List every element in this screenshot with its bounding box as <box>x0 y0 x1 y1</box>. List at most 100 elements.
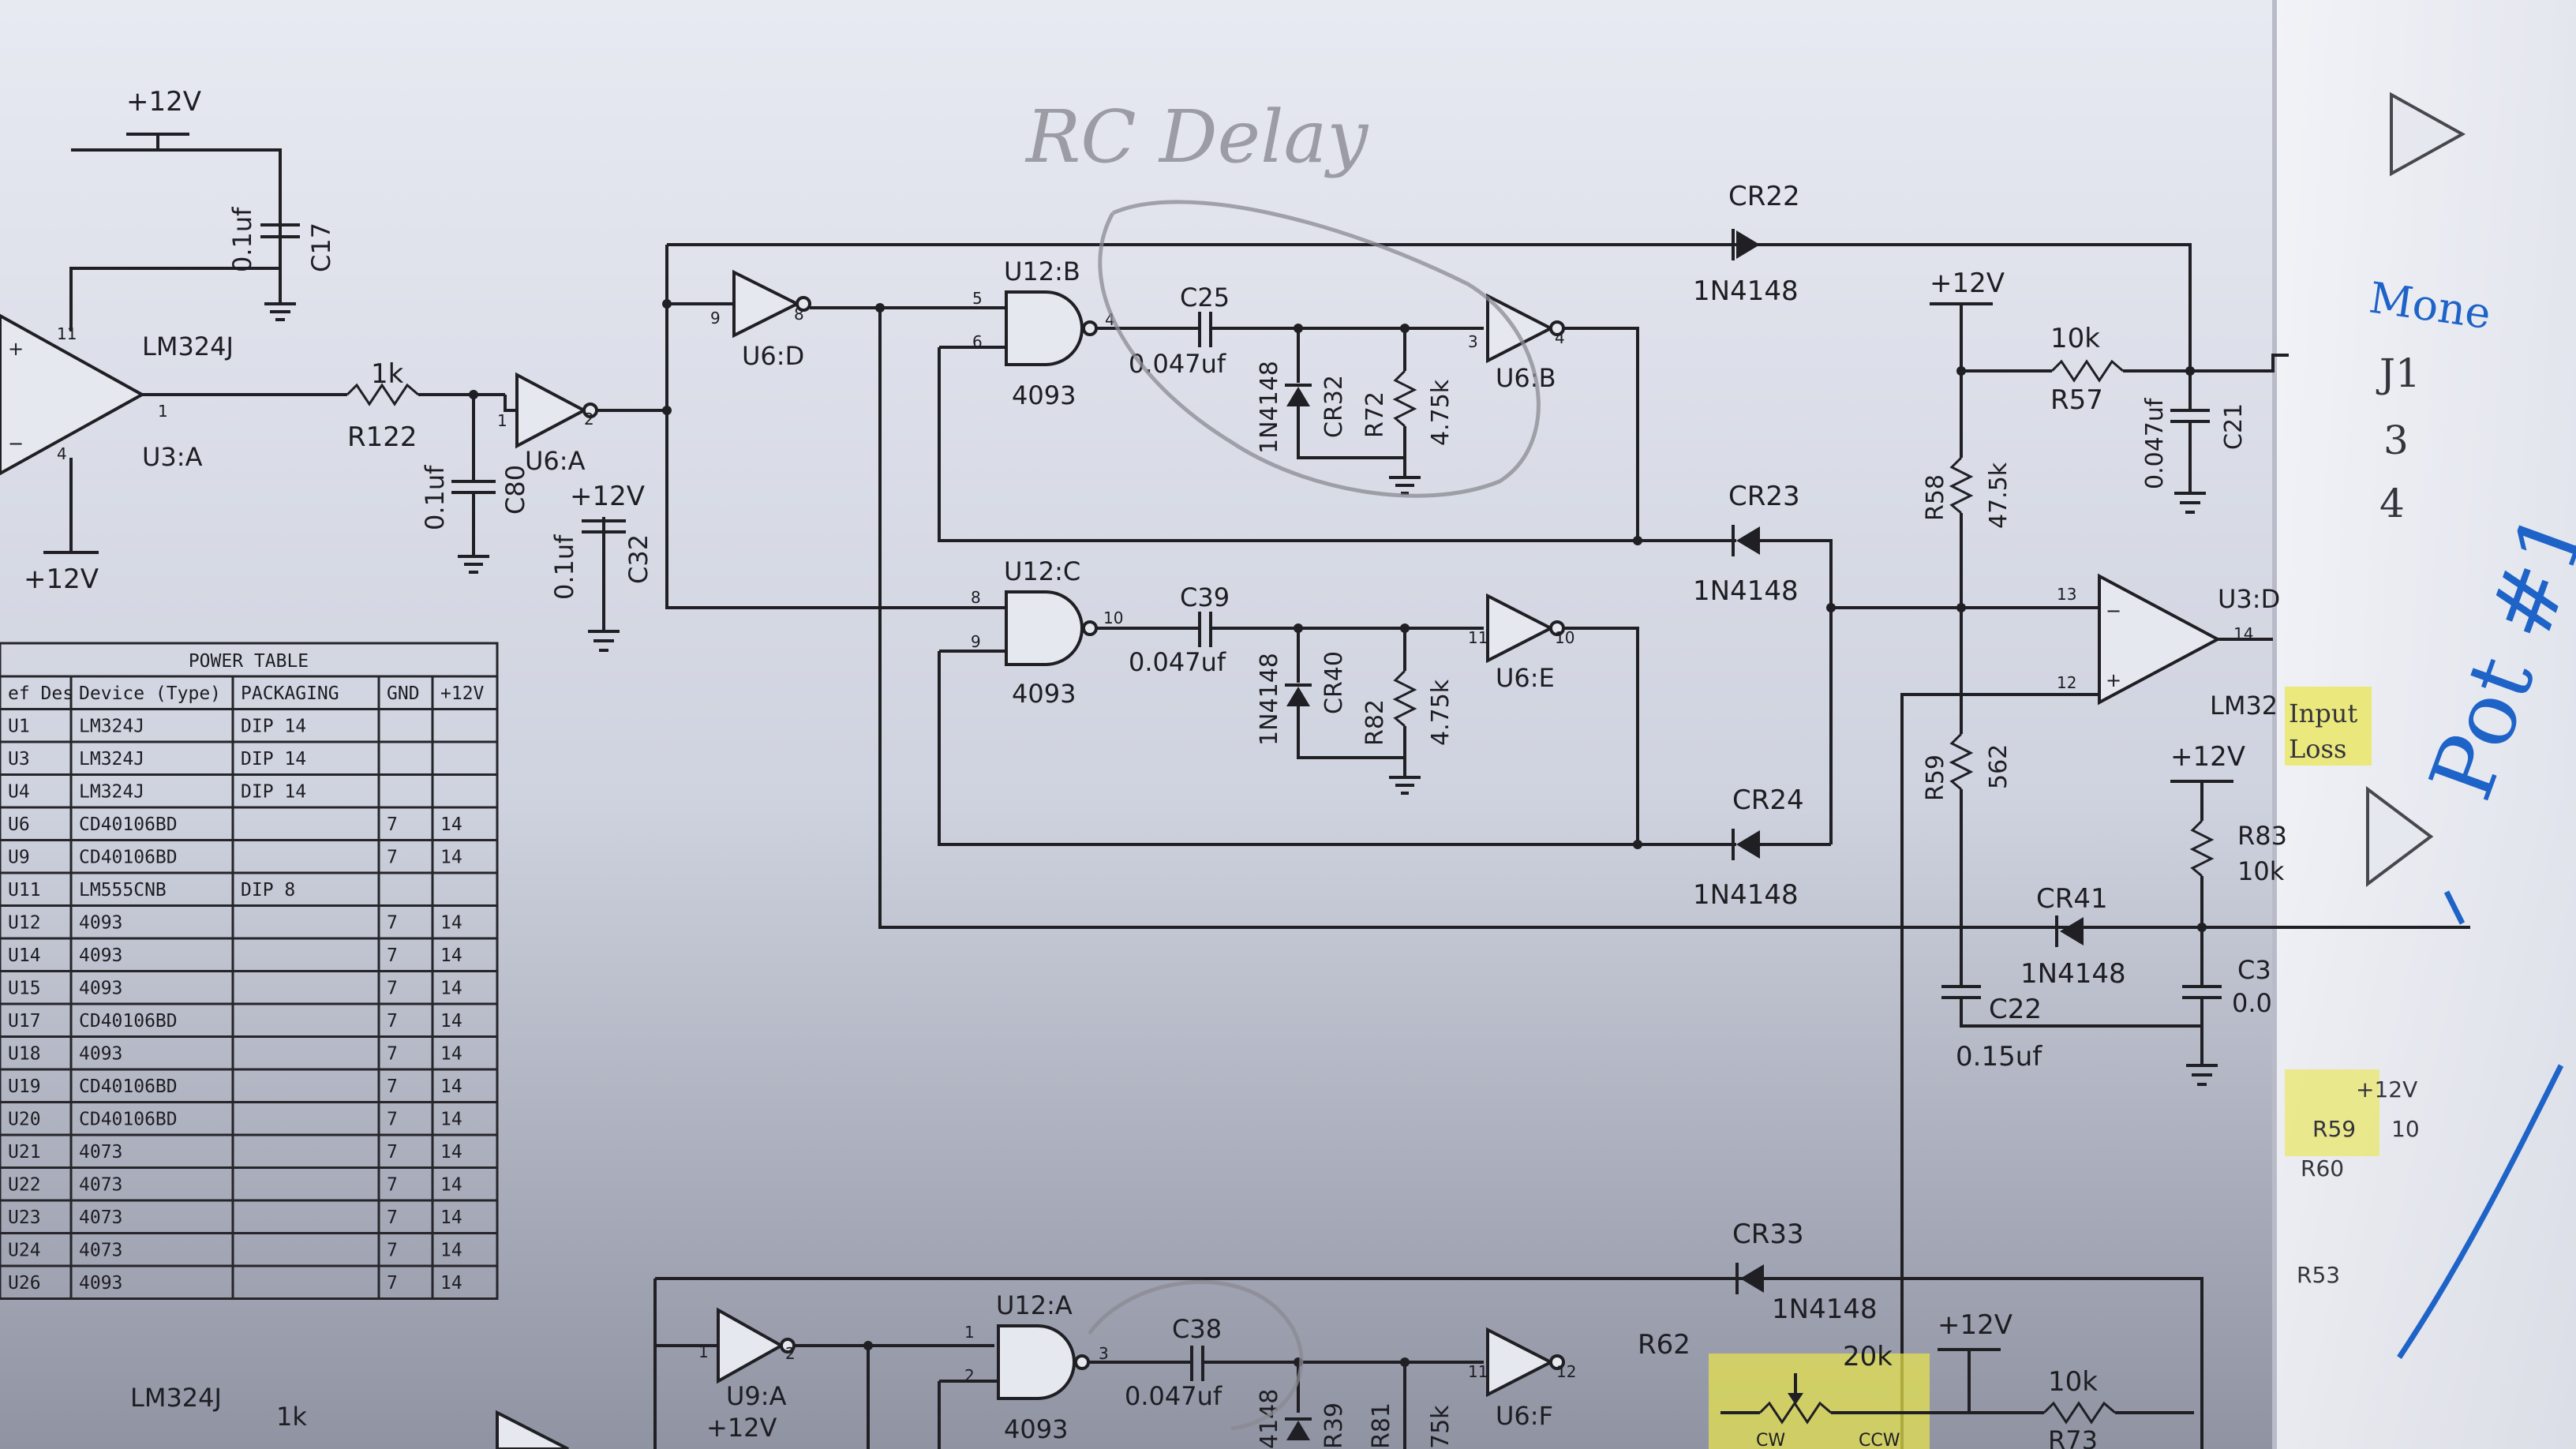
u3a-pin-v: 11 <box>57 324 77 343</box>
u6d-inverter: 9 8 U6:D <box>710 269 811 371</box>
pencil-circle <box>1098 200 1541 498</box>
power-table-cell: 4073 <box>79 1175 122 1196</box>
c22-value: 0.15uf <box>1956 1041 2042 1073</box>
u9a-pin-out: 2 <box>785 1344 796 1363</box>
power-table-cell: 14 <box>440 1011 462 1032</box>
power-table-cell: 4073 <box>79 1142 122 1163</box>
r58-value: 47.5k <box>1985 462 2012 529</box>
power-table-cell: 14 <box>440 913 462 934</box>
power-table-cell: 4093 <box>79 913 122 934</box>
u6f-pin-out: 12 <box>1556 1362 1576 1381</box>
r82-value: 4.75k <box>1427 679 1455 746</box>
cr23-part: 1N4148 <box>1693 575 1799 607</box>
u6a-pin-in: 1 <box>497 411 507 430</box>
power-table-cell: CD40106BD <box>79 814 178 835</box>
u3a-bottom-supply: +12V <box>24 564 99 595</box>
power-table-cell: CD40106BD <box>79 1110 178 1130</box>
svg-text:+: + <box>2106 669 2121 691</box>
power-table-cell: U26 <box>8 1273 41 1294</box>
c25-value: 0.047uf <box>1129 349 1226 379</box>
cr33-part: 1N4148 <box>1772 1294 1878 1325</box>
u12c-part: 4093 <box>1012 679 1076 709</box>
u6b-pin-in: 3 <box>1468 332 1478 351</box>
pot-ccw: CCW <box>1859 1431 1900 1449</box>
power-table-cell: U3 <box>8 749 30 769</box>
c17-ref: C17 <box>306 223 336 272</box>
c25-ref: C25 <box>1180 283 1230 313</box>
u6e-ref: U6:E <box>1496 663 1555 693</box>
c39-ref: C39 <box>1180 582 1230 612</box>
c22-ref: C22 <box>1989 994 2042 1025</box>
power-table-cell: 14 <box>440 814 462 835</box>
cr33-ref: CR33 <box>1732 1219 1804 1250</box>
u3d-opamp: − + 13 12 14 U3:D LM32 <box>2057 573 2280 721</box>
right-note-r59: R59 <box>2312 1116 2356 1142</box>
c38-value: 0.047uf <box>1125 1381 1222 1411</box>
power-table-cell: U15 <box>8 979 41 999</box>
c80-ref: C80 <box>500 465 530 515</box>
power-table-cell: 7 <box>387 1110 398 1130</box>
c17-top-supply: +12V <box>126 86 201 118</box>
u12c-pin-a: 8 <box>971 588 981 607</box>
c32-ref: C32 <box>623 534 653 584</box>
power-table-cell: 14 <box>440 1142 462 1163</box>
r62-value: 20k <box>1843 1341 1893 1372</box>
c21-value: 0.047uf <box>2141 397 2169 489</box>
cr24-part: 1N4148 <box>1693 879 1799 911</box>
right-note-loss: Loss <box>2289 734 2346 764</box>
u3a-part: LM324J <box>142 331 234 361</box>
power-table-cell: 7 <box>387 945 398 966</box>
power-table-cell: 14 <box>440 848 462 868</box>
power-table-cell: 14 <box>440 1273 462 1294</box>
u12c-pin-y: 10 <box>1103 608 1123 627</box>
right-note-r53: R53 <box>2297 1262 2340 1288</box>
u6f-ref: U6:F <box>1496 1401 1553 1431</box>
u12b-pin-a: 5 <box>972 289 983 308</box>
power-table-cell: 7 <box>387 1076 398 1097</box>
power-table-cell: 14 <box>440 979 462 999</box>
cr24-ref: CR24 <box>1732 784 1804 816</box>
power-table-cell: 14 <box>440 1175 462 1196</box>
u12b-part: 4093 <box>1012 380 1076 410</box>
right-note-4: 4 <box>2379 481 2405 526</box>
u6e-pin-out: 10 <box>1555 628 1574 647</box>
r72-ref: R72 <box>1361 391 1389 438</box>
right-lower-highlight <box>2285 1069 2379 1156</box>
u6b-ref: U6:B <box>1496 363 1556 393</box>
r83-supply: +12V <box>2170 741 2245 773</box>
u3a-opamp: + − 1 11 4 LM324J U3:A <box>0 313 234 476</box>
power-table-cell: 7 <box>387 1241 398 1261</box>
r59-value: 562 <box>1985 744 2012 789</box>
r122-value: 1k <box>371 358 404 390</box>
r59-ref: R59 <box>1922 754 1949 801</box>
power-table-cell: 4073 <box>79 1208 122 1228</box>
c38-ref: C38 <box>1172 1314 1222 1344</box>
cr22-part: 1N4148 <box>1693 275 1799 307</box>
r81-value: 75k <box>1427 1405 1455 1449</box>
u12b-ref: U12:B <box>1004 256 1080 286</box>
u3d-ref: U3:D <box>2218 584 2280 614</box>
power-table-cell: U22 <box>8 1175 41 1196</box>
power-table-cell: U18 <box>8 1044 41 1065</box>
u3d-pin-inp: 12 <box>2057 673 2076 692</box>
cr40-ref: CR40 <box>1320 651 1348 714</box>
blue-pen-mark <box>2443 890 2466 925</box>
power-table-cell: 7 <box>387 814 398 835</box>
u9a-ref: U9:A <box>726 1381 787 1411</box>
r58-ref: R58 <box>1922 474 1949 521</box>
r83-value: 10k <box>2237 856 2285 886</box>
c32-supply: +12V <box>570 481 645 512</box>
power-table-header: ef Des <box>8 683 73 704</box>
pot-cw: CW <box>1756 1431 1785 1449</box>
power-table-cell: 14 <box>440 945 462 966</box>
power-table-cell: 4093 <box>79 945 122 966</box>
u6e-inverter: 11 10 U6:E <box>1468 593 1574 693</box>
u3a-pin-g: 4 <box>57 444 67 463</box>
u3a-pin-out: 1 <box>158 402 168 421</box>
u3a-ref: U3:A <box>142 442 203 472</box>
power-table-cell: DIP 14 <box>241 782 306 803</box>
u9a-inverter: 1 2 U9:A +12V <box>698 1307 796 1443</box>
u12c-nand: 8 9 10 U12:C 4093 <box>971 556 1123 709</box>
right-note-j1: J1 <box>2376 350 2421 396</box>
